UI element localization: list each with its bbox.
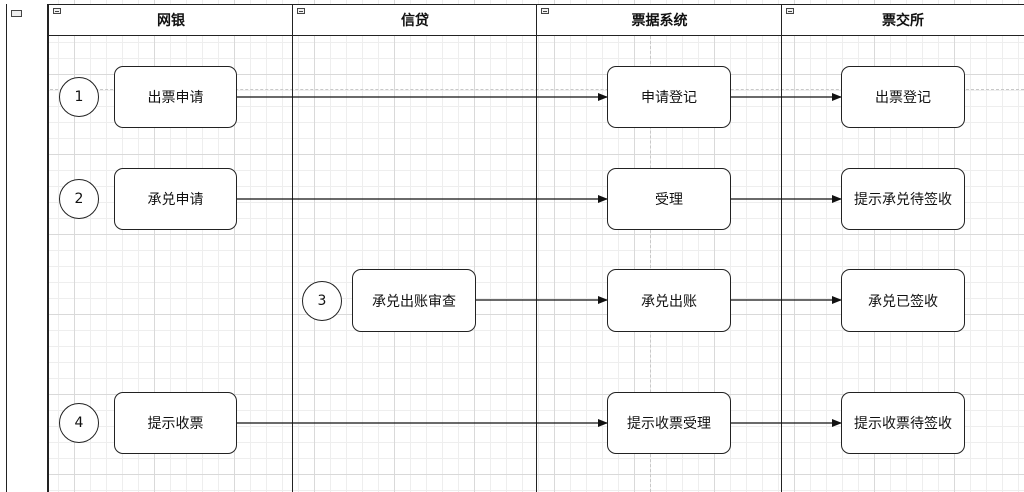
lane-divider bbox=[536, 4, 537, 492]
node-tishi-shoupiao-daiqianshou[interactable]: 提示收票待签收 bbox=[841, 392, 965, 454]
node-shouli[interactable]: 受理 bbox=[607, 168, 731, 230]
lane-divider bbox=[781, 4, 782, 492]
node-chengdui-shenqing[interactable]: 承兑申请 bbox=[114, 168, 237, 230]
lane-title: 网银 bbox=[157, 13, 185, 29]
step-4-marker[interactable]: 4 bbox=[59, 403, 99, 443]
node-chengdui-yiqianshou[interactable]: 承兑已签收 bbox=[841, 269, 965, 332]
lane-header-piaoju[interactable]: 票据系统 bbox=[536, 4, 782, 36]
lane-title: 票据系统 bbox=[631, 13, 688, 29]
collapse-icon[interactable] bbox=[297, 8, 305, 14]
lane-title: 票交所 bbox=[882, 13, 924, 29]
node-chupiao-dengji[interactable]: 出票登记 bbox=[841, 66, 965, 128]
node-tishi-shoupiao[interactable]: 提示收票 bbox=[114, 392, 237, 454]
lane-title: 信贷 bbox=[401, 13, 429, 29]
node-shenqing-dengji[interactable]: 申请登记 bbox=[607, 66, 731, 128]
step-1-marker[interactable]: 1 bbox=[59, 77, 99, 117]
collapse-icon[interactable] bbox=[53, 8, 61, 14]
node-chengdui-chuzhang-shencha[interactable]: 承兑出账审查 bbox=[352, 269, 476, 332]
node-chupiao-shenqing[interactable]: 出票申请 bbox=[114, 66, 237, 128]
step-3-marker[interactable]: 3 bbox=[302, 281, 342, 321]
node-tishi-shoupiao-shouli[interactable]: 提示收票受理 bbox=[607, 392, 731, 454]
left-margin bbox=[0, 0, 48, 492]
node-chengdui-chuzhang[interactable]: 承兑出账 bbox=[607, 269, 731, 332]
pool-collapse-icon[interactable] bbox=[11, 10, 22, 17]
lane-divider bbox=[48, 4, 49, 492]
lane-header-xindai[interactable]: 信贷 bbox=[292, 4, 537, 36]
outer-pool[interactable] bbox=[6, 4, 48, 492]
node-tishi-chengdui-daiqianshou[interactable]: 提示承兑待签收 bbox=[841, 168, 965, 230]
lane-header-wangyin[interactable]: 网银 bbox=[48, 4, 293, 36]
alignment-guide-horizontal bbox=[0, 89, 1024, 90]
alignment-guide-vertical bbox=[650, 36, 651, 492]
step-2-marker[interactable]: 2 bbox=[59, 179, 99, 219]
lane-divider bbox=[292, 4, 293, 492]
collapse-icon[interactable] bbox=[786, 8, 794, 14]
collapse-icon[interactable] bbox=[541, 8, 549, 14]
lane-header-piaojiaosuo[interactable]: 票交所 bbox=[781, 4, 1024, 36]
